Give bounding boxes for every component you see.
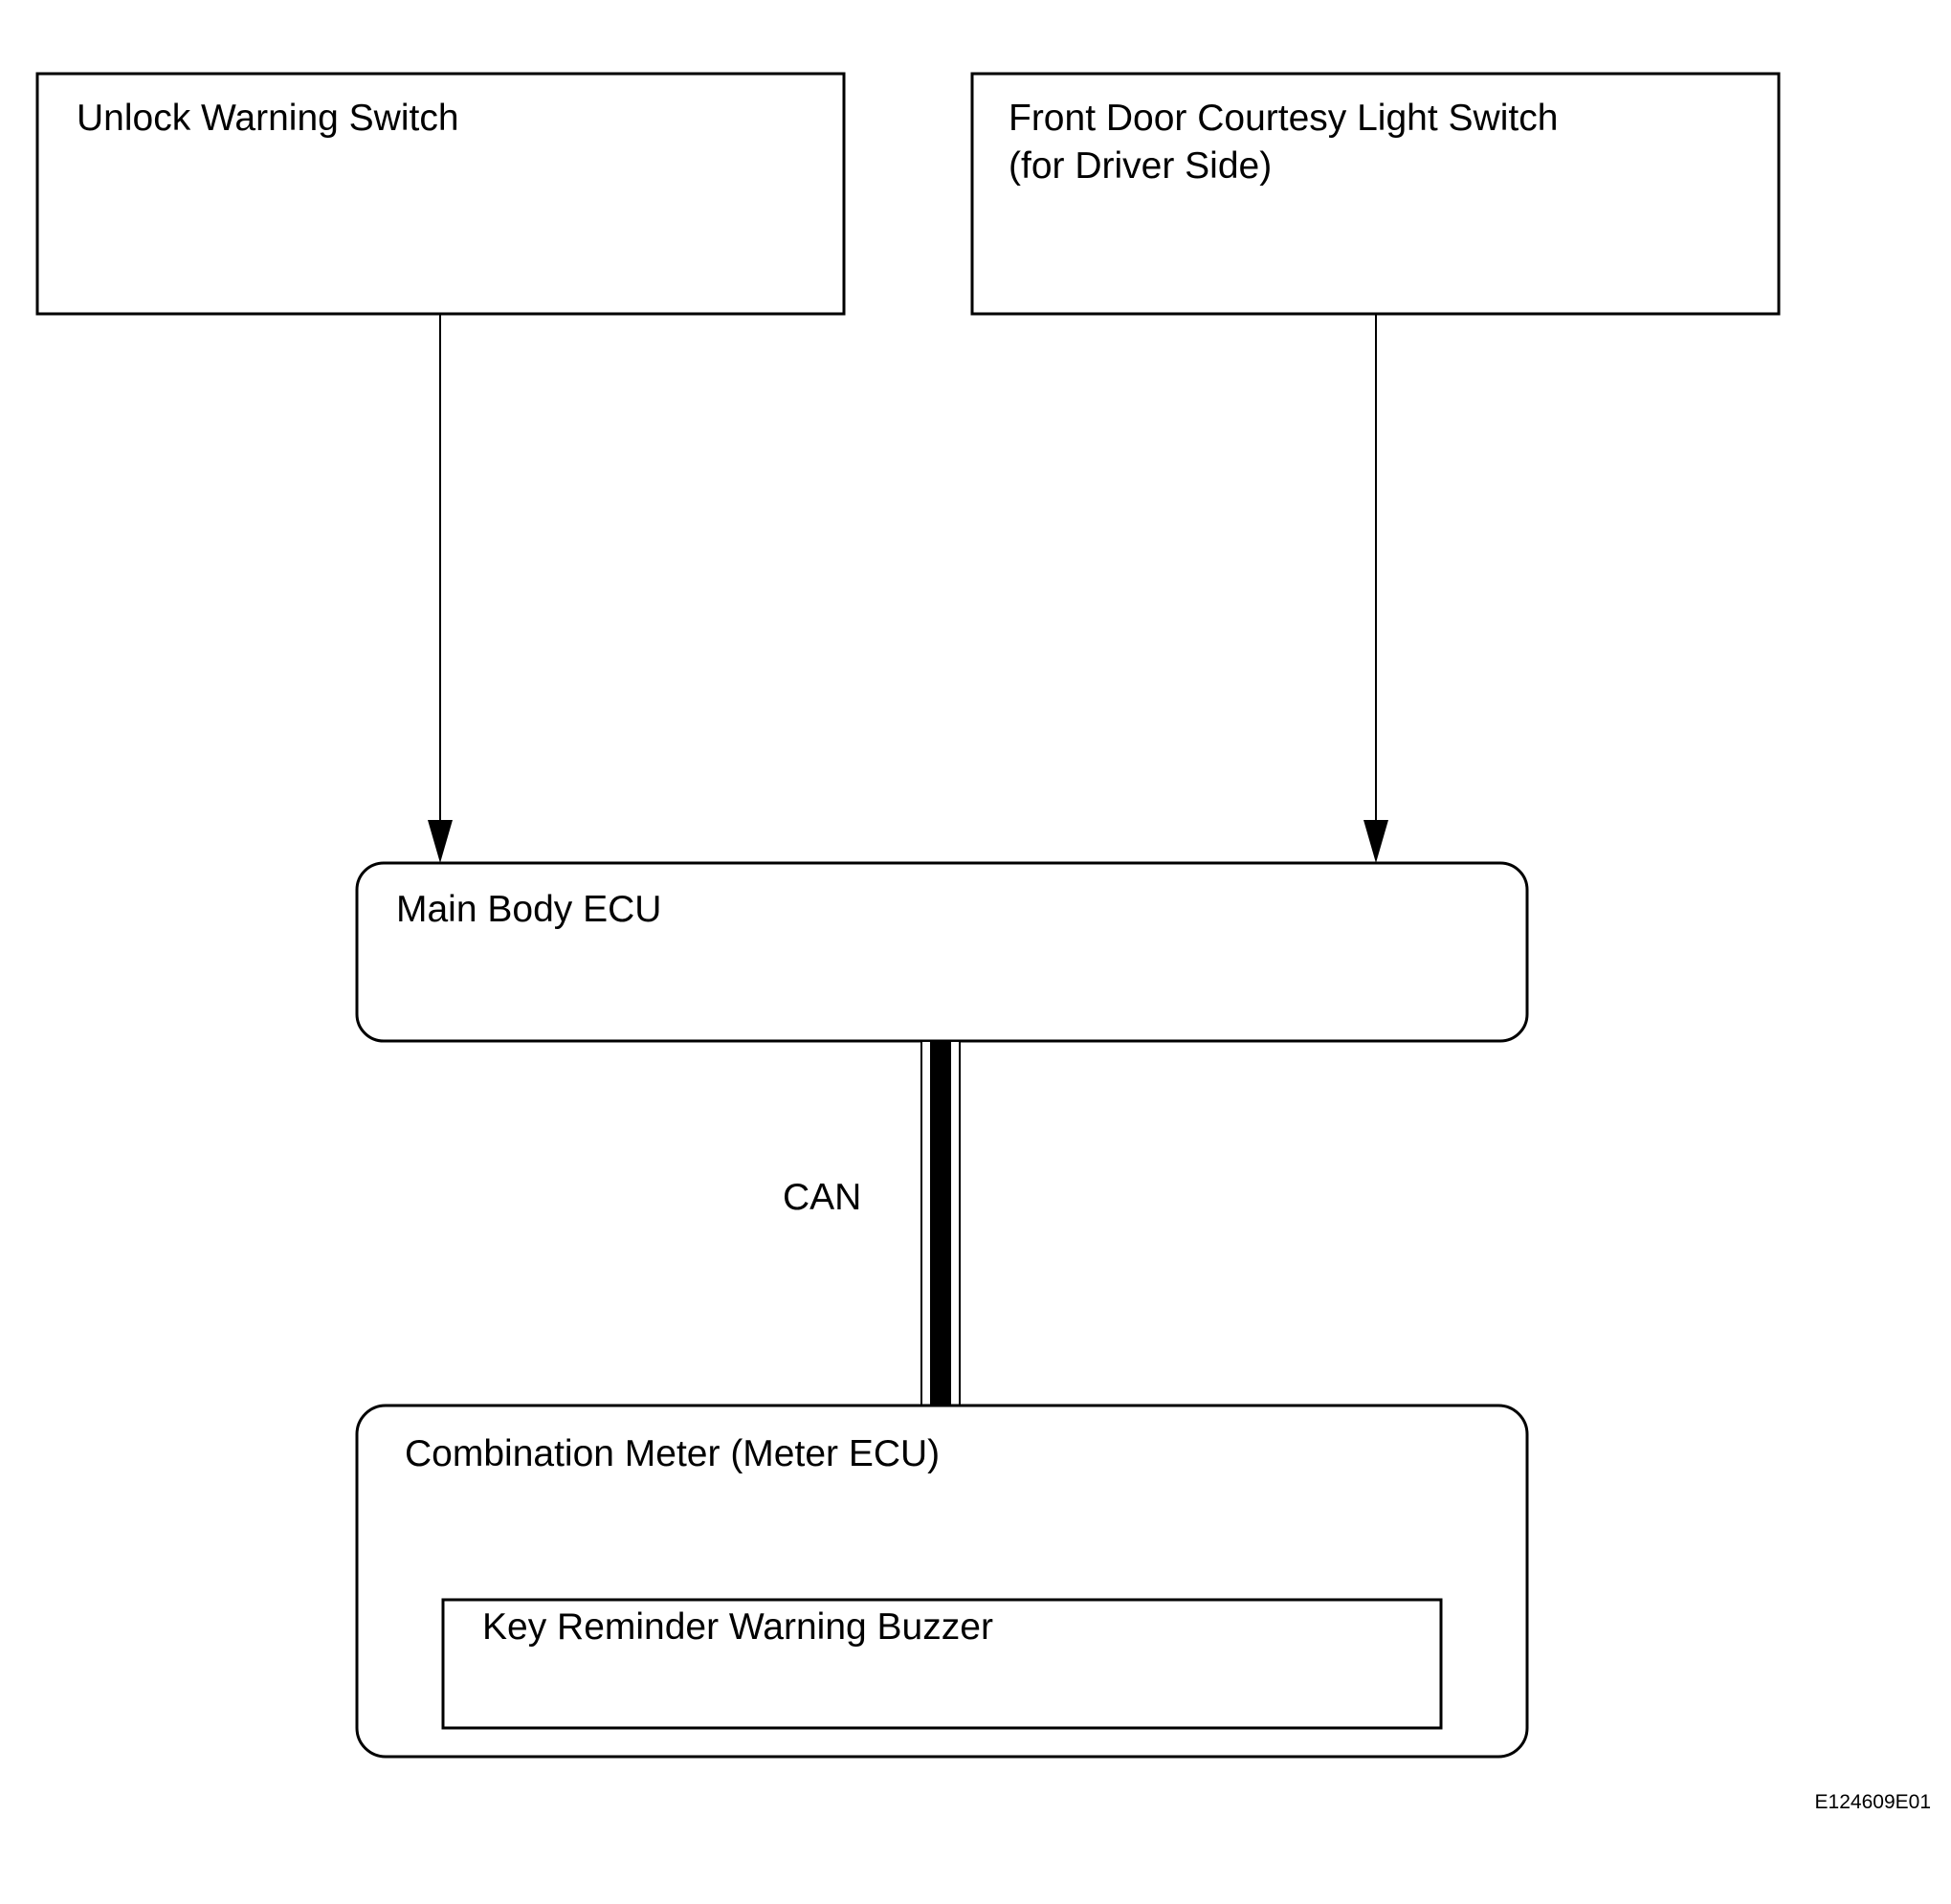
key-reminder-warning-buzzer-node: Key Reminder Warning Buzzer	[441, 1598, 1443, 1730]
figure-code: E124609E01	[1815, 1791, 1931, 1813]
unlock-warning-switch-label: Unlock Warning Switch	[77, 98, 459, 139]
arrow-unlock-to-ecu	[428, 314, 453, 863]
key-reminder-buzzer-label: Key Reminder Warning Buzzer	[482, 1606, 993, 1648]
arrow-courtesy-to-ecu	[1363, 314, 1388, 863]
unlock-warning-switch-node: Unlock Warning Switch	[35, 72, 846, 316]
combination-meter-label: Combination Meter (Meter ECU)	[405, 1433, 940, 1474]
combination-meter-node: Combination Meter (Meter ECU)	[355, 1404, 1529, 1759]
courtesy-switch-label-line1: Front Door Courtesy Light Switch	[1009, 98, 1558, 139]
courtesy-switch-label-line2: (for Driver Side)	[1009, 145, 1272, 187]
front-door-courtesy-light-switch-node: Front Door Courtesy Light Switch (for Dr…	[970, 72, 1781, 316]
main-body-ecu-node: Main Body ECU	[355, 861, 1529, 1043]
can-bus-line	[920, 1040, 961, 1406]
main-body-ecu-label: Main Body ECU	[396, 889, 661, 930]
can-bus-label: CAN	[783, 1177, 861, 1218]
